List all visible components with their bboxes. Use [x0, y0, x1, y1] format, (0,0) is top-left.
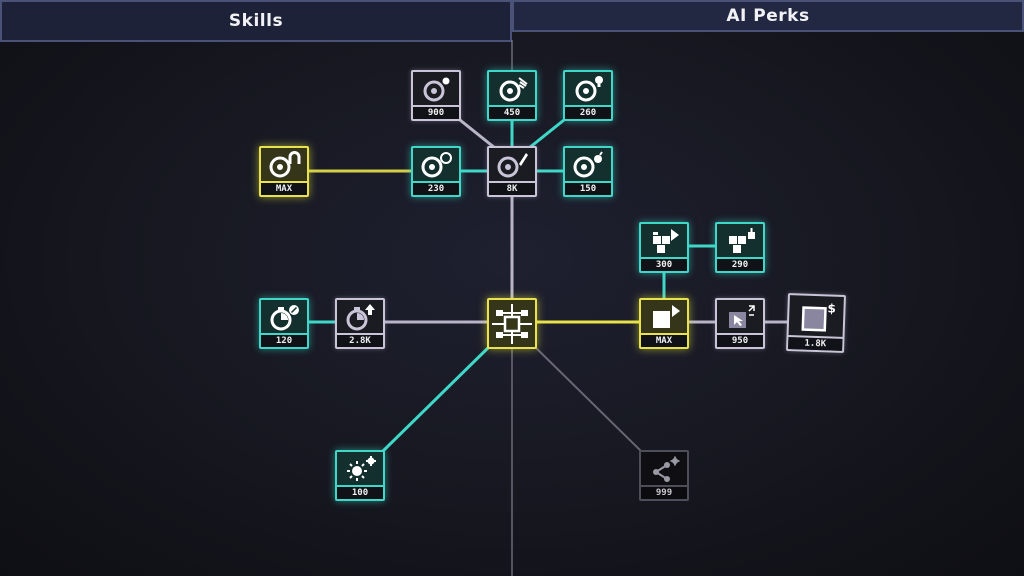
skill-cost: 120 [261, 333, 307, 347]
skill-node-target-radius[interactable]: 230 [411, 146, 461, 197]
tab-skills[interactable]: Skills [0, 0, 512, 42]
share-gear-icon [653, 456, 680, 482]
skill-node-target-swarm[interactable]: 450 [487, 70, 537, 121]
perk-node-cursor-expand[interactable]: 950 [715, 298, 765, 349]
core-node[interactable] [487, 298, 537, 349]
skill-cost: 450 [489, 105, 535, 119]
perk-node-share-gear[interactable]: 999 [639, 450, 689, 501]
skill-node-target-rocket[interactable]: 8K [487, 146, 537, 197]
skill-cost: 999 [641, 485, 687, 499]
stopwatch-percent-icon [270, 304, 299, 330]
skill-cost: MAX [641, 333, 687, 347]
skill-node-target-bomb[interactable]: 150 [563, 146, 613, 197]
skill-cost: 950 [717, 333, 763, 347]
tab-ai-perks-label: AI Perks [726, 6, 810, 26]
perk-node-blocks-gift[interactable]: 290 [715, 222, 765, 273]
skill-cost: 260 [565, 105, 611, 119]
target-lightbulb-icon [575, 75, 603, 101]
square-play-icon [653, 304, 680, 328]
skill-node-timer-percent[interactable]: 120 [259, 298, 309, 349]
target-rocket-icon [497, 152, 528, 177]
skill-node-sun-gear[interactable]: 100 [335, 450, 385, 501]
skill-cost: 8K [489, 181, 535, 195]
perk-node-square-play[interactable]: MAX [639, 298, 689, 349]
target-radius-icon [421, 151, 452, 177]
perk-node-square-money[interactable]: $ 1.8K [786, 293, 846, 353]
skill-node-magnet[interactable]: MAX [259, 146, 309, 197]
skill-cost: 300 [641, 257, 687, 271]
skill-cost: 2.8K [337, 333, 383, 347]
blocks-gift-icon [729, 227, 755, 253]
skill-node-timer-up[interactable]: 2.8K [335, 298, 385, 349]
blocks-play-icon [653, 228, 679, 253]
cursor-expand-icon [729, 304, 755, 328]
target-magnet-icon [269, 150, 301, 177]
skill-node-target-idea[interactable]: 260 [563, 70, 613, 121]
target-bomb-icon [573, 150, 603, 177]
chip-network-icon [492, 303, 532, 344]
target-swarm-icon [499, 76, 528, 101]
skill-cost: 230 [413, 181, 459, 195]
tab-skills-label: Skills [228, 11, 284, 31]
skill-node-target-seed[interactable]: 900 [411, 70, 461, 121]
skill-cost: 900 [413, 105, 459, 119]
skill-cost: 1.8K [788, 335, 843, 351]
target-seed-icon [423, 77, 450, 101]
stopwatch-arrow-up-icon [346, 303, 375, 330]
skill-cost: 150 [565, 181, 611, 195]
square-dollar-icon: $ [801, 301, 836, 332]
svg-text:$: $ [827, 301, 836, 315]
skill-cost: MAX [261, 181, 307, 195]
skill-cost: 100 [337, 485, 383, 499]
perk-node-blocks-play[interactable]: 300 [639, 222, 689, 273]
tab-ai-perks[interactable]: AI Perks [512, 0, 1024, 32]
skill-cost: 290 [717, 257, 763, 271]
sun-gear-icon [347, 455, 376, 481]
